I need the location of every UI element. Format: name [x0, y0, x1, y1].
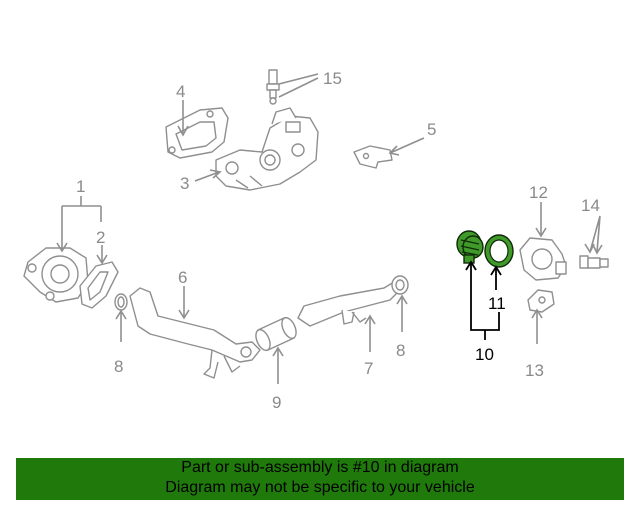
arrow-8-right: [396, 294, 408, 305]
callout-14[interactable]: 14: [581, 196, 600, 215]
arrow-13: [531, 308, 543, 319]
leader-3: [194, 171, 220, 182]
arrow-14b: [592, 244, 603, 255]
part-6-pipe[interactable]: [129, 287, 261, 379]
part-7-pipe[interactable]: [297, 281, 401, 327]
part-10-thermostat[interactable]: [456, 230, 484, 264]
arrow-14a: [584, 243, 595, 254]
callout-2[interactable]: 2: [96, 228, 105, 247]
leader-15: [278, 73, 319, 98]
callout-12[interactable]: 12: [529, 183, 548, 202]
callout-5[interactable]: 5: [427, 120, 436, 139]
arrow-11: [490, 265, 502, 276]
callout-1[interactable]: 1: [76, 177, 85, 196]
arrow-10: [465, 260, 477, 271]
part-11-thermostat-gasket[interactable]: [484, 234, 514, 268]
arrow-5: [388, 145, 400, 156]
part-12-thermostat-housing[interactable]: [519, 237, 567, 281]
arrow-9: [272, 346, 284, 357]
part-15-sensor[interactable]: [266, 69, 280, 105]
part-4-gasket[interactable]: [165, 107, 229, 159]
arrow-12: [535, 227, 547, 238]
arrow-4: [177, 125, 189, 137]
callout-13[interactable]: 13: [525, 361, 544, 380]
callout-15[interactable]: 15: [323, 69, 342, 88]
leader-14: [589, 215, 601, 253]
callout-4[interactable]: 4: [176, 82, 185, 101]
callout-8-right[interactable]: 8: [396, 341, 405, 360]
callout-6[interactable]: 6: [178, 268, 187, 287]
arrow-6: [178, 309, 190, 320]
banner-line-2: Diagram may not be specific to your vehi…: [165, 479, 475, 496]
callout-3[interactable]: 3: [180, 174, 189, 193]
arrow-1: [56, 242, 68, 253]
callout-7[interactable]: 7: [364, 359, 373, 378]
part-5-bracket[interactable]: [353, 145, 393, 169]
arrow-8-left: [115, 309, 127, 320]
banner-line-1: Part or sub-assembly is #10 in diagram: [181, 459, 459, 476]
part-3-housing[interactable]: [215, 107, 319, 191]
part-2-gasket[interactable]: [79, 261, 119, 309]
callout-9[interactable]: 9: [272, 393, 281, 412]
arrow-2: [96, 254, 108, 265]
callout-10[interactable]: 10: [475, 345, 494, 364]
arrow-3: [209, 169, 222, 179]
callout-8-left[interactable]: 8: [114, 357, 123, 376]
info-banner: Part or sub-assembly is #10 in diagram D…: [16, 458, 624, 500]
arrow-7: [364, 314, 376, 325]
leader-1: [61, 196, 102, 250]
callout-11[interactable]: 11: [488, 294, 506, 313]
part-13-bracket[interactable]: [527, 289, 555, 313]
part-9-hose[interactable]: [253, 316, 299, 353]
part-14-sensor[interactable]: [579, 255, 609, 269]
part-1-water-pump[interactable]: [23, 247, 89, 303]
leader-5: [389, 137, 425, 154]
